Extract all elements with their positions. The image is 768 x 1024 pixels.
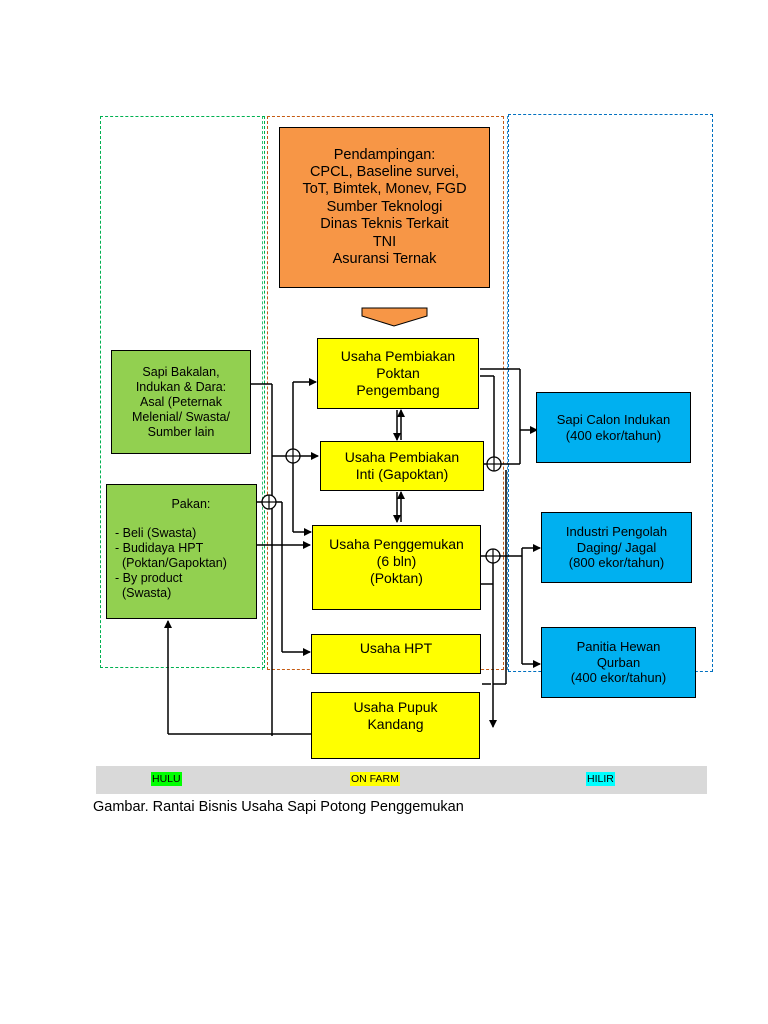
text-line: Usaha Pembiakan: [344, 449, 460, 466]
support-box: Pendampingan:CPCL, Baseline survei,ToT, …: [279, 127, 490, 288]
text-line: Daging/ Jagal: [576, 539, 657, 555]
text-line: Pengembang: [356, 381, 440, 398]
text-line: Inti (Gapoktan): [355, 466, 449, 482]
penggemukan-box: Usaha Penggemukan(6 bln)(Poktan): [312, 525, 481, 610]
text-line: Usaha Pembiakan: [340, 348, 456, 365]
text-line: Usaha HPT: [359, 640, 433, 656]
text-line: Indukan & Dara:: [135, 379, 227, 394]
text-line: Pendampingan:: [333, 146, 436, 163]
text-line: Kandang: [367, 715, 424, 732]
text-line: TNI: [372, 233, 397, 250]
text-line: Sapi Calon Indukan: [556, 411, 671, 427]
text-line: Poktan: [376, 365, 420, 382]
pakan-box: Pakan: - Beli (Swasta)- Budidaya HPT (Po…: [106, 484, 257, 619]
text-line: Asal (Peternak: [140, 394, 222, 409]
text-line: (400 ekor/tahun): [570, 670, 667, 686]
text-line: (400 ekor/tahun): [565, 427, 662, 443]
legend-hilir: HILIR: [586, 772, 615, 786]
text-line: Dinas Teknis Terkait: [320, 216, 449, 233]
text-line: ToT, Bimtek, Monev, FGD: [302, 181, 467, 198]
text-line: Sumber Teknologi: [326, 198, 443, 215]
text-line: (Poktan): [370, 569, 423, 586]
text-line: Usaha Penggemukan: [329, 536, 464, 552]
text-line: CPCL, Baseline survei,: [309, 164, 460, 181]
text-line: Sumber lain: [147, 424, 215, 439]
zone-hulu: [100, 116, 265, 668]
sapi-bakalan-box: Sapi Bakalan,Indukan & Dara:Asal (Petern…: [111, 350, 251, 454]
calon-indukan-box: Sapi Calon Indukan(400 ekor/tahun): [536, 392, 691, 463]
down-arrow: [361, 307, 428, 327]
text-line: (6 bln): [376, 552, 417, 569]
legend-hulu: HULU: [151, 772, 182, 786]
text-line: - By product: [115, 571, 183, 585]
figure-caption: Gambar. Rantai Bisnis Usaha Sapi Potong …: [93, 799, 464, 815]
text-line: (800 ekor/tahun): [568, 555, 665, 571]
text-line: - Beli (Swasta): [115, 526, 197, 540]
legend-band: [96, 766, 707, 794]
text-line: Sapi Bakalan,: [142, 364, 220, 379]
usaha-hpt-box: Usaha HPT: [311, 634, 481, 674]
text-line: Qurban: [596, 654, 641, 670]
text-line: Industri Pengolah: [565, 524, 668, 540]
text-line: - Budidaya HPT: [115, 541, 204, 555]
text-line: Asuransi Ternak: [332, 250, 437, 267]
text-line: (Poktan/Gapoktan): [115, 556, 227, 570]
pakan-title: Pakan:: [171, 497, 211, 511]
zone-on-farm-inner: [262, 116, 508, 670]
text-line: Melenial/ Swasta/: [132, 409, 230, 424]
text-line: (Swasta): [115, 586, 172, 600]
text-line: Panitia Hewan: [576, 639, 661, 655]
text-line: Usaha Pupuk: [353, 699, 438, 715]
legend-on-farm: ON FARM: [350, 772, 400, 786]
